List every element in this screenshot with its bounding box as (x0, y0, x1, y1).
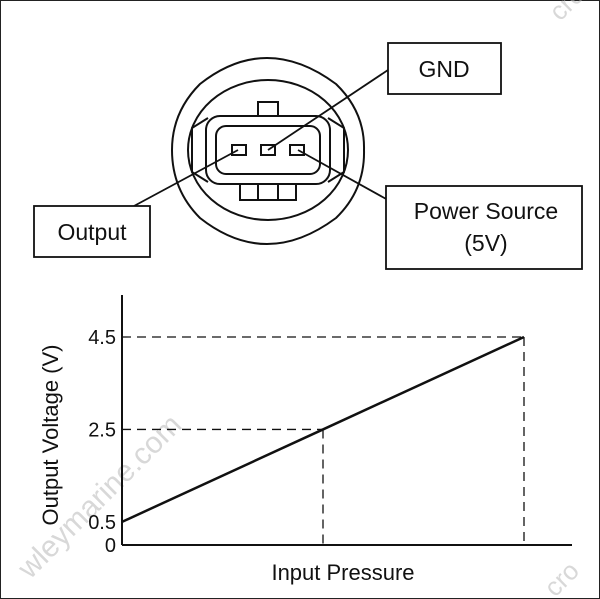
series-line-0 (121, 335, 525, 524)
sensor-hex-body (170, 57, 366, 245)
gnd-label-box (387, 42, 502, 95)
sensor-left-ear (191, 117, 209, 183)
y-tick-label-3: 4.5 (88, 327, 116, 349)
sensor-inner-ring (187, 79, 349, 221)
power-label-line1: Power Source (414, 198, 558, 224)
connector-housing-outer (205, 115, 331, 185)
leader-power (297, 149, 389, 201)
connector-housing-inner (215, 125, 321, 175)
output-label-box (33, 205, 151, 258)
leader-output (133, 149, 239, 207)
x-axis-label: Input Pressure (271, 560, 414, 585)
y-tick-label-1: 0.5 (88, 512, 116, 534)
y-tick-label-2: 2.5 (88, 419, 116, 441)
power-label-line2: (5V) (464, 230, 507, 256)
sensor-right-ear (327, 117, 345, 183)
power-label-box (385, 185, 583, 270)
sensor-connector-drawing (170, 57, 366, 245)
pin-output (231, 144, 247, 156)
label-boxes: GND Output Power Source (5V) (33, 42, 583, 270)
leader-gnd (267, 69, 389, 151)
connector-top-key (257, 101, 279, 116)
watermark-corner-bottom: cro (538, 555, 585, 599)
leader-lines (133, 69, 389, 207)
connector-bottom-tabs (239, 184, 297, 201)
voltage-chart: Output Voltage (V) Input Pressure 00.5 2.… (38, 295, 572, 585)
y-tick-label-0: 0 (105, 535, 116, 557)
output-label: Output (57, 219, 127, 245)
y-axis-label: Output Voltage (V) (38, 345, 63, 526)
pin-power (289, 144, 305, 156)
watermark-corner-top: cro (543, 0, 590, 26)
gnd-label: GND (418, 56, 469, 82)
